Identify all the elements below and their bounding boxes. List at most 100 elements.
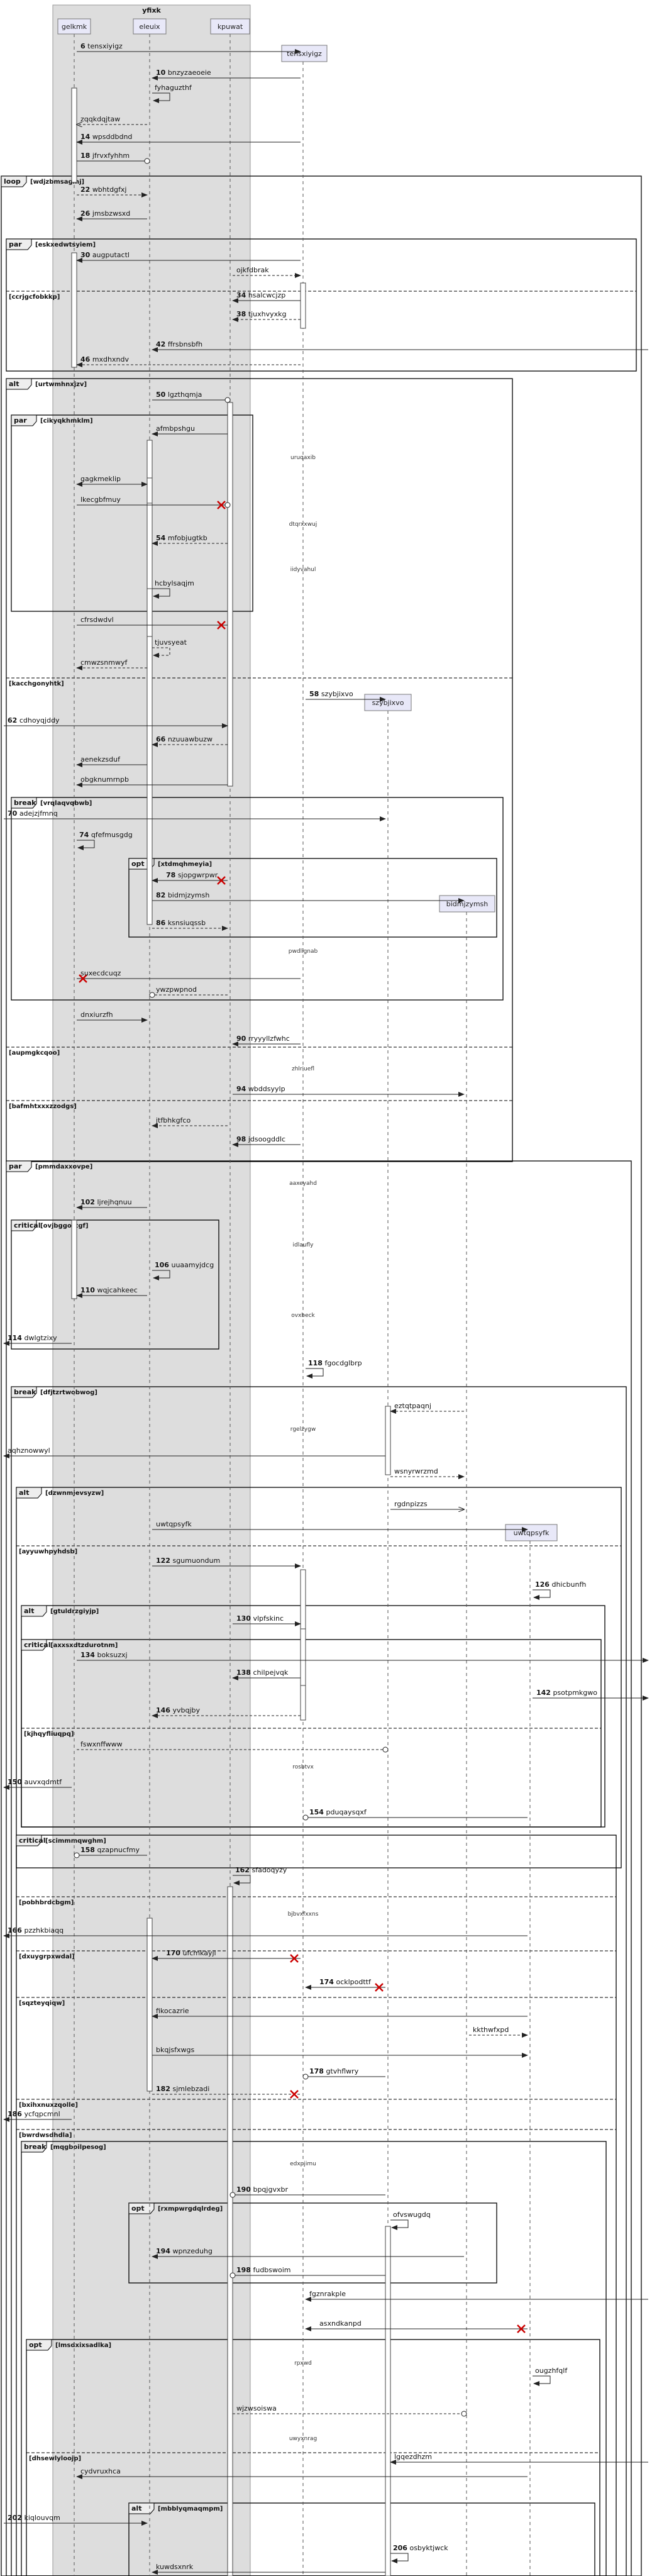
- participant-label: eleuix: [139, 23, 160, 31]
- frame-border: [11, 1386, 627, 2576]
- message-text: hsalcwcjzp: [248, 291, 285, 299]
- message-text: bnzyzaeoeie: [168, 69, 211, 77]
- frame-alt: alt[urtwmhnxjzv]: [6, 378, 513, 1162]
- activation-bar: [300, 1628, 306, 1686]
- message-label: obgknumrnpb: [80, 775, 129, 784]
- message-label: 46 mxdhxndv: [80, 355, 129, 364]
- message-text: afmbpshgu: [156, 425, 195, 433]
- frame-guard-label: [lmsdxixsadlka]: [55, 2342, 111, 2349]
- message-label: wsnyrwrzmd: [394, 1467, 438, 1475]
- message-text: szybjixvo: [321, 690, 353, 698]
- participant-eleuix: [133, 18, 167, 35]
- frame-critical: critical[scimmmqwghm]: [16, 1835, 617, 2576]
- message-number: 30: [80, 251, 91, 259]
- activation-bar: [71, 252, 77, 368]
- message-text: ksnsiuqssb: [168, 919, 206, 927]
- message-text: wjzwsoiswa: [236, 2404, 277, 2412]
- frame-alt: alt[dzwnmjevsyzw]: [16, 1487, 622, 1868]
- message-label: wjzwsoiswa: [236, 2404, 277, 2412]
- frame-kind-label: par: [9, 1162, 22, 1170]
- message-label: zqqkdqjtaw: [80, 115, 120, 123]
- message-number: 46: [80, 355, 91, 364]
- participant-gelkmk: [57, 18, 91, 35]
- circle-end-icon: [302, 1814, 309, 1821]
- activation-bar: [385, 2226, 391, 2576]
- message-text: wpsddbdnd: [92, 133, 133, 141]
- frame-kind-label: critical: [19, 1836, 45, 1845]
- message-text: nzuuawbuzw: [168, 735, 213, 743]
- message-text: ougzhfqlf: [535, 2367, 568, 2375]
- frame-opt: opt [lmsdxixsadlka]: [26, 2339, 600, 2576]
- message-text: fgocdglbrp: [324, 1359, 362, 1367]
- self-message-arrow: [233, 1875, 251, 1885]
- message-text: kiqlouvqm: [24, 2514, 60, 2522]
- message-label: 42 ffrsbnsbfh: [156, 340, 202, 348]
- frame-separator-guard: [bwrdwsdhdla]: [19, 2132, 72, 2139]
- frame-kind-label: opt: [29, 2341, 42, 2349]
- circle-end-icon: [229, 2272, 236, 2279]
- participant-label: tensxiyigz: [287, 50, 322, 58]
- message-label: 114 dwlgtzixy: [8, 1334, 57, 1342]
- participant-label: bidmjzymsh: [446, 900, 489, 908]
- circle-end-icon: [224, 502, 231, 508]
- message-label: 18 jfrvxfyhhm: [80, 152, 130, 160]
- frame-guard-label: [dzwnmjevsyzw]: [45, 1490, 104, 1497]
- message-text: wsnyrwrzmd: [394, 1467, 438, 1475]
- message-text: tjuvsyeat: [155, 638, 187, 647]
- message-label: 54 mfobjugtkb: [156, 534, 207, 542]
- message-number: 186: [8, 2110, 22, 2118]
- message-text: jdsoogddlc: [248, 1135, 285, 1143]
- frame-guard-label: [cikyqkhmklm]: [40, 418, 93, 425]
- activation-bar: [146, 440, 153, 925]
- note-label: rgelzygw: [290, 1426, 316, 1433]
- self-message-arrow: [390, 2553, 409, 2563]
- message-label: eztqtpaqnj: [394, 1402, 431, 1410]
- frame-border: [21, 2141, 607, 2576]
- message-label: ofvswugdq: [393, 2211, 431, 2219]
- frame-tag: [11, 1386, 37, 1398]
- frame-kind-label: critical: [14, 1221, 40, 1230]
- circle-end-icon: [461, 2411, 467, 2417]
- circle-end-icon: [144, 158, 150, 164]
- participant-bidmjzymsh: [439, 895, 495, 913]
- frame-border: [16, 1487, 622, 1868]
- message-number: 62: [8, 716, 17, 724]
- message-label: 62 cdhoyqjddy: [8, 716, 60, 724]
- message-label: cfrsdwdvl: [80, 616, 114, 624]
- message-number: 66: [156, 735, 166, 743]
- circle-end-icon: [229, 2192, 236, 2198]
- message-number: 170: [166, 1949, 180, 1957]
- message-number: 90: [236, 1035, 246, 1043]
- frame-kind-label: par: [14, 416, 27, 425]
- message-label: 6 tensxiyigz: [80, 42, 123, 50]
- frame-guard-label: [xtdmqhmeyia]: [158, 861, 212, 868]
- message-label: 146 yvbqjby: [156, 1706, 200, 1714]
- message-label: 110 wqjcahkeec: [80, 1286, 138, 1294]
- message-text: suxecdcuqz: [80, 969, 121, 977]
- message-text: gagkmeklip: [80, 475, 121, 483]
- message-text: uuaamyjdcg: [171, 1261, 214, 1269]
- message-label: 122 sgumuondum: [156, 1557, 220, 1565]
- message-label: 118 fgocdglbrp: [308, 1359, 362, 1367]
- frame-guard-label: [dfjtzrtwobwog]: [40, 1389, 97, 1396]
- message-text: sjopgwrpwr: [178, 871, 218, 879]
- activation-bar: [146, 588, 153, 637]
- message-text: uwtqpsyfk: [156, 1520, 192, 1528]
- message-label: 58 szybjixvo: [309, 690, 353, 698]
- destroy-cross-icon: [79, 974, 87, 983]
- message-text: rryyyllzfwhc: [248, 1035, 290, 1043]
- message-text: jfrvxfyhhm: [92, 152, 130, 160]
- self-message-arrow: [152, 92, 170, 103]
- message-number: 74: [79, 831, 89, 839]
- message-number: 82: [156, 891, 165, 899]
- frame-par: par[eskxedwtsyiem]: [6, 238, 637, 372]
- message-text: dhicbunfh: [551, 1580, 586, 1589]
- message-label: 142 psotpmkgwo: [536, 1689, 597, 1697]
- message-text: fikocazrie: [156, 2007, 189, 2015]
- message-text: ywzpwpnod: [156, 985, 197, 994]
- frame-tag: [11, 797, 37, 809]
- message-text: ojkfdbrak: [236, 266, 269, 274]
- message-number: 58: [309, 690, 319, 698]
- message-number: 110: [80, 1286, 95, 1294]
- destroy-cross-icon: [517, 2324, 526, 2333]
